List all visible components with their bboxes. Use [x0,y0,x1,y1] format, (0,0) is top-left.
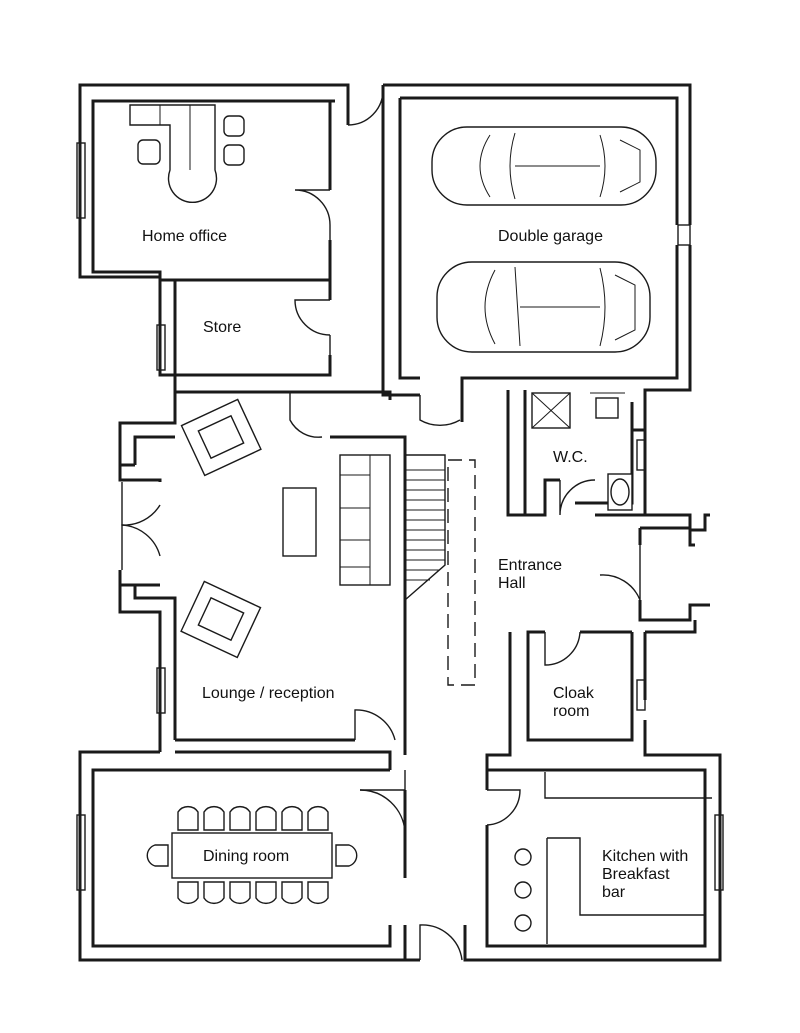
room-label-kitchen-1: Kitchen with [602,848,688,865]
desk-icon [129,104,218,203]
room-label-cloak-2: room [553,703,589,720]
sink-icon [595,397,619,419]
exterior-walls [78,83,722,962]
coffee-table [282,487,317,557]
room-label-kitchen-2: Breakfast [602,866,670,883]
stairs-icon [404,454,476,686]
chair-icon [137,115,245,166]
room-label-double-garage: Double garage [498,228,603,245]
room-label-kitchen-3: bar [602,884,626,901]
car-icon [436,261,651,353]
room-label-lounge: Lounge / reception [202,685,335,702]
armchair-icon [180,398,262,477]
armchair-icon [180,580,262,659]
hob-icon [514,848,532,932]
room-label-cloak-1: Cloak [553,685,595,702]
room-label-dining: Dining room [203,848,289,865]
room-label-home-office: Home office [142,228,227,245]
room-label-store: Store [203,319,241,336]
room-label-entrance-hall-2: Hall [498,575,526,592]
car-icon [431,126,657,206]
room-label-entrance-hall-1: Entrance [498,557,562,574]
wc-fixtures [531,392,633,511]
kitchen-fixtures [514,772,712,944]
door-swing-icon [121,89,641,961]
toilet-icon [607,473,633,511]
sofa-icon [339,454,391,586]
dining-table-icon [146,806,358,904]
room-label-wc: W.C. [553,449,588,466]
window-icon [76,142,724,891]
